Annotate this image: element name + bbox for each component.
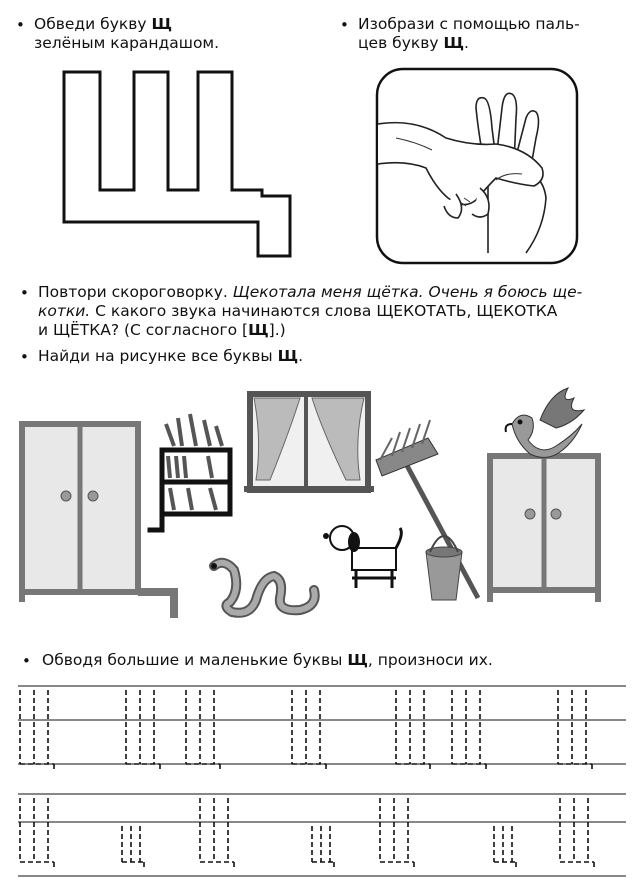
tongue-twister: Щекотала меня щётка. Очень я боюсь ще- — [232, 283, 583, 301]
tongue-twister-end: котки. — [38, 302, 91, 320]
window-curtains-drawing — [244, 391, 374, 493]
wardrobe-right-drawing — [487, 453, 601, 602]
bullet: • — [20, 348, 29, 366]
sound-shch: Щ — [248, 321, 269, 339]
broom-drawing — [375, 419, 481, 600]
task2-instruction: Изобрази с помощью паль- цев букву Щ. — [358, 15, 580, 52]
letter-shch: Щ — [347, 651, 368, 669]
letter-shch: Щ — [151, 15, 173, 33]
task1-instruction: Обведи букву Щ зелёным карандашом. — [34, 15, 219, 53]
wardrobe-left-drawing — [19, 421, 178, 618]
bookshelf-drawing — [147, 413, 233, 533]
bullet: • — [16, 16, 25, 34]
bullet: • — [22, 652, 31, 670]
bullet: • — [20, 284, 29, 302]
task2-text-line1: Изобрази с помощью паль- — [358, 15, 580, 33]
task1-text-line2: зелёным карандашом. — [34, 34, 220, 52]
bullet: • — [340, 16, 349, 34]
task5-instruction: Обводя большие и маленькие буквы Щ, прои… — [42, 651, 493, 669]
tracing-area[interactable] — [0, 682, 640, 882]
task3-text-3: и ЩЁТКА? (С согласного [ — [38, 321, 249, 339]
parrot-drawing — [504, 387, 586, 458]
snake-drawing — [209, 557, 320, 618]
task2-text: цев букву — [358, 34, 444, 52]
hand-gesture-image — [375, 67, 579, 265]
task3-text-2: С какого звука начинаются слова ЩЕКОТАТЬ… — [90, 302, 558, 320]
task3-text-1: Повтори скороговорку. — [38, 283, 233, 301]
room-illustration[interactable] — [0, 380, 640, 620]
task1-text: Обведи букву — [34, 15, 152, 33]
dog-drawing — [323, 525, 403, 588]
bucket-drawing — [425, 535, 463, 601]
letter-shch: Щ — [277, 347, 299, 365]
task3-text-4: ].) — [268, 321, 286, 339]
task4-instruction: Найди на рисунке все буквы Щ. — [38, 347, 304, 365]
letter-shch: Щ — [443, 34, 465, 52]
task3-paragraph: Повтори скороговорку. Щекотала меня щётк… — [38, 283, 628, 340]
